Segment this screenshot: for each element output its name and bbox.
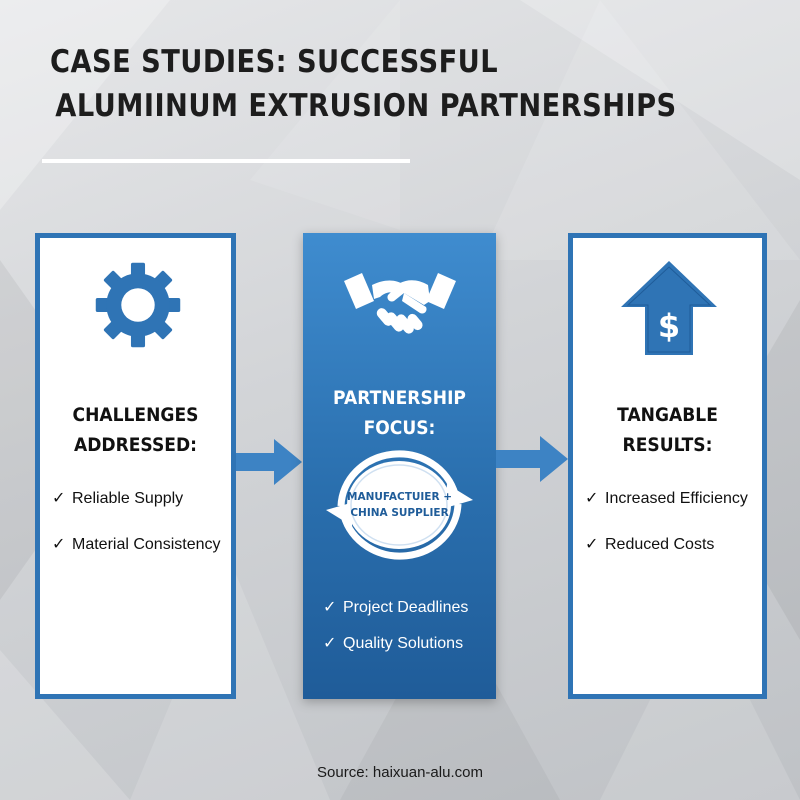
dollar-sign: $ xyxy=(658,307,680,345)
dollar-up-arrow-icon: $ xyxy=(621,261,717,355)
title-underline xyxy=(42,159,410,163)
check-icon: ✓ xyxy=(52,490,66,507)
list-item: ✓Reliable Supply xyxy=(52,488,243,510)
source-caption: Source: haixuan-alu.com xyxy=(317,764,483,781)
check-icon: ✓ xyxy=(585,536,599,553)
list-item: ✓Material Consistency xyxy=(52,534,243,556)
right-arrow-icon xyxy=(236,439,302,485)
handshake-icon xyxy=(344,273,456,334)
partnership-list: ✓Project Deadlines ✓Quality Solutions xyxy=(303,597,516,669)
exchange-arrows-icon xyxy=(326,450,473,560)
results-list: ✓Increased Efficiency ✓Reduced Costs xyxy=(573,488,774,580)
challenges-heading: CHALLENGES ADDRESSED: xyxy=(72,404,199,456)
check-icon: ✓ xyxy=(52,536,66,553)
check-icon: ✓ xyxy=(323,599,337,616)
list-item: ✓Increased Efficiency xyxy=(585,488,774,510)
page-title: CASE STUDIES: SUCCESSFUL ALUMIINUM EXTRU… xyxy=(50,40,677,128)
partnership-panel: PARTNERSHIP FOCUS: MANUFACTUIER + CHINA … xyxy=(303,233,496,699)
results-panel: $ TANGABLE RESULTS: ✓Increased Efficienc… xyxy=(568,233,767,699)
manufacturer-supplier-exchange: MANUFACTUIER + CHINA SUPPLIER xyxy=(313,446,486,563)
list-item: ✓Quality Solutions xyxy=(323,633,516,655)
partnership-heading: PARTNERSHIP FOCUS: xyxy=(333,387,466,439)
challenges-list: ✓Reliable Supply ✓Material Consistency xyxy=(40,488,243,580)
list-item: ✓Reduced Costs xyxy=(585,534,774,556)
check-icon: ✓ xyxy=(323,635,337,652)
check-icon: ✓ xyxy=(585,490,599,507)
title-line-1: CASE STUDIES: SUCCESSFUL xyxy=(50,44,499,80)
right-arrow-icon xyxy=(496,436,568,482)
challenges-panel: CHALLENGES ADDRESSED: ✓Reliable Supply ✓… xyxy=(35,233,236,699)
exchange-label-line-1: MANUFACTUIER + xyxy=(347,491,452,503)
list-item: ✓Project Deadlines xyxy=(323,597,516,619)
title-line-2: ALUMIINUM EXTRUSION PARTNERSHIPS xyxy=(55,88,677,124)
results-heading: TANGABLE RESULTS: xyxy=(617,404,718,456)
exchange-label-line-2: CHINA SUPPLIER xyxy=(350,507,449,519)
gear-icon xyxy=(95,262,181,348)
